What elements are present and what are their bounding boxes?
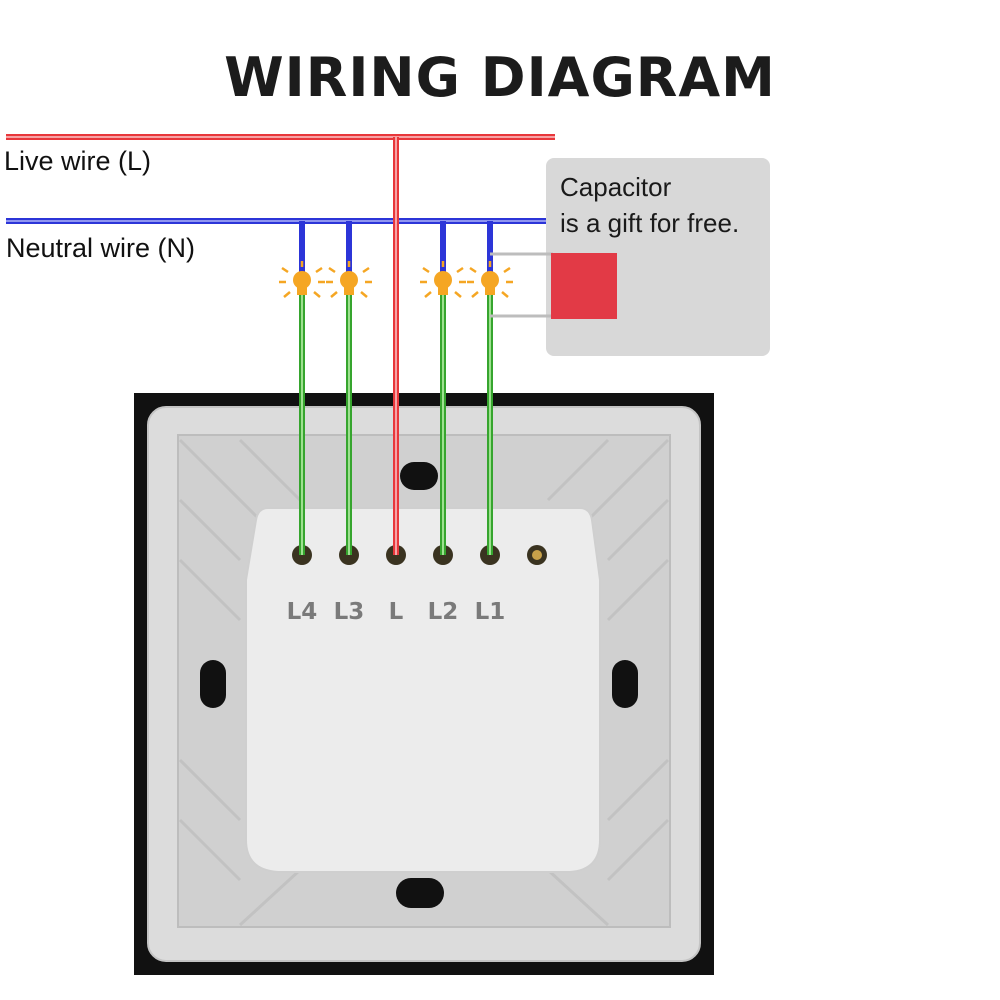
- switch-panel: [134, 393, 714, 975]
- terminal-label-l3: L3: [333, 599, 365, 625]
- page-title: WIRING DIAGRAM: [224, 46, 776, 109]
- panel-ribs: [178, 438, 670, 927]
- light-bulb-icon: [467, 261, 513, 298]
- terminal-label-l1: L1: [474, 599, 506, 625]
- mount-slot-left: [200, 660, 226, 708]
- light-bulb-icon: [326, 261, 372, 298]
- supply-wires: [6, 134, 555, 224]
- terminal-label-l2: L2: [427, 599, 459, 625]
- terminal-module: [245, 507, 601, 873]
- light-bulb-icon: [279, 261, 325, 298]
- capacitor-note-line-2: is a gift for free.: [560, 208, 740, 238]
- mount-slot-top: [400, 462, 438, 490]
- light-bulbs: [279, 261, 513, 298]
- capacitor-note-line-1: Capacitor: [560, 172, 672, 202]
- capacitor-note: Capacitor is a gift for free.: [546, 158, 770, 356]
- terminal-label-l: L: [388, 599, 404, 625]
- neutral-wire-label: Neutral wire (N): [6, 233, 196, 263]
- light-bulb-icon: [420, 261, 466, 298]
- mount-slot-bottom: [396, 878, 444, 908]
- live-wire-label: Live wire (L): [4, 146, 152, 176]
- mount-slot-right: [612, 660, 638, 708]
- terminal-label-l4: L4: [286, 599, 318, 625]
